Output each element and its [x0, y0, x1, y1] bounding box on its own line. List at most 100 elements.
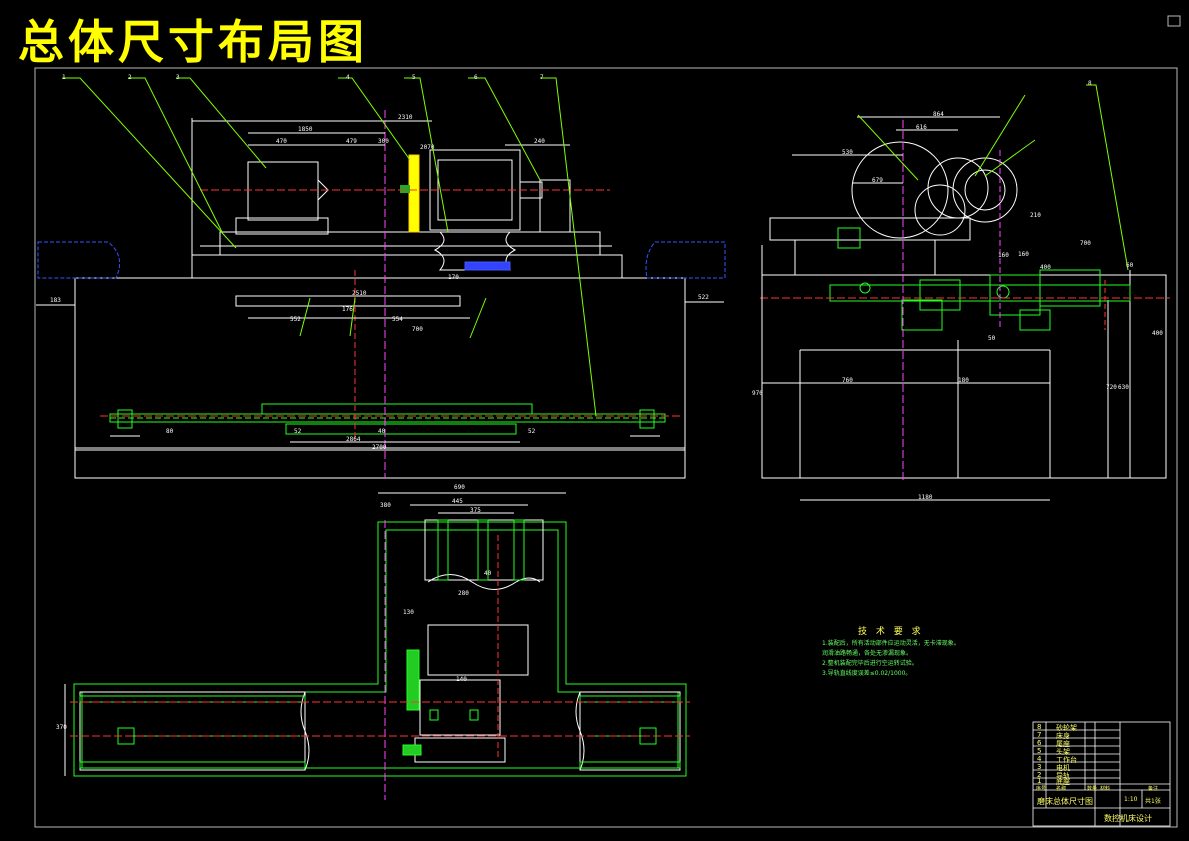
left-guard — [37, 241, 121, 279]
dim-side-e: 160 — [1018, 251, 1029, 258]
green-bar — [406, 649, 420, 711]
dim-side-right-a: 720 — [1106, 384, 1117, 391]
dim-plan-f: 380 — [380, 502, 391, 509]
slide-rail — [235, 295, 461, 307]
dim-side-d: 210 — [1030, 212, 1041, 219]
dim-side-a: 616 — [916, 124, 927, 131]
wheelhead — [429, 149, 521, 231]
tech-requirements-heading: 技 术 要 求 — [858, 627, 924, 637]
dim-front-d1: 1850 — [298, 126, 313, 133]
tb-row-no-2: 2 — [1037, 771, 1042, 779]
dim-side-top: 864 — [933, 111, 944, 118]
plan-outline — [73, 521, 687, 777]
dim-front-bottom-full: 2700 — [372, 444, 387, 451]
dim-side-i: 60 — [1126, 262, 1134, 269]
dim-front-p1: 176 — [342, 306, 353, 313]
callout-8: 8 — [1088, 80, 1092, 87]
grinding-wheel — [408, 154, 420, 233]
tb-row-name-8: 砂轮架 — [1056, 724, 1077, 732]
tb-row-no-5: 5 — [1037, 747, 1042, 755]
tb-row-no-6: 6 — [1037, 739, 1042, 747]
tb-row-name-2: 导轨 — [1056, 772, 1070, 780]
tb-institution: 数控机床设计 — [1104, 814, 1152, 823]
dim-front-d6: 2070 — [420, 144, 435, 151]
worktable — [191, 254, 623, 279]
dim-front-d4: 300 — [378, 138, 389, 145]
tb-header-remark: 备注 — [1148, 786, 1159, 792]
dim-side-total-w: 1180 — [918, 494, 933, 501]
corner-mark — [1167, 15, 1181, 27]
dim-side-right-b: 630 — [1118, 384, 1129, 391]
dim-front-d2: 470 — [276, 138, 287, 145]
tb-row-name-7: 床身 — [1056, 732, 1070, 740]
tb-row-name-6: 尾座 — [1056, 740, 1070, 748]
tb-header-material: 材料 — [1100, 786, 1111, 792]
dim-front-b-right: 52 — [528, 428, 536, 435]
tb-drawing-name: 磨床总体尺寸图 — [1037, 797, 1093, 806]
dim-front-lower-a: 552 — [290, 316, 301, 323]
tb-row-name-1: 底座 — [1056, 778, 1070, 786]
dim-side-j: 50 — [988, 335, 996, 342]
dim-front-ht: 80 — [166, 428, 174, 435]
dim-plan-side: 370 — [56, 724, 67, 731]
dim-front-d3: 479 — [346, 138, 357, 145]
dim-side-b: 530 — [842, 149, 853, 156]
dim-plan-g: 130 — [403, 609, 414, 616]
dim-side-left-v: 970 — [752, 390, 763, 397]
dim-side-g: 700 — [1080, 240, 1091, 247]
tb-row-name-4: 工作台 — [1056, 756, 1077, 764]
dim-front-left-off: 183 — [50, 297, 61, 304]
tb-row-name-5: 头架 — [1056, 748, 1070, 756]
dim-front-p2: 170 — [448, 274, 459, 281]
dim-side-right-c: 400 — [1152, 330, 1163, 337]
callout-4: 4 — [346, 74, 350, 81]
tb-row-no-7: 7 — [1037, 731, 1042, 739]
callout-6: 6 — [474, 74, 478, 81]
dim-plan-e: 40 — [484, 570, 492, 577]
callout-5: 5 — [412, 74, 416, 81]
tech-note-3: 2.整机装配完毕后进行空运转试验。 — [822, 660, 918, 667]
dim-front-lower-b: 2510 — [352, 290, 367, 297]
dim-side-c: 679 — [872, 177, 883, 184]
page-title: 总体尺寸布局图 — [18, 15, 368, 69]
dim-side-h: 160 — [998, 252, 1009, 259]
callout-1: 1 — [62, 74, 66, 81]
grinding-wheel-circle — [851, 141, 949, 239]
tb-scale: 1:10 — [1124, 796, 1138, 803]
tb-row-no-3: 3 — [1037, 763, 1042, 771]
tb-sheet: 共1张 — [1145, 798, 1161, 805]
dim-plan-d: 140 — [456, 676, 467, 683]
tb-header-qty: 数量 — [1087, 786, 1098, 792]
workpiece — [464, 261, 511, 271]
dim-front-b-left: 52 — [294, 428, 302, 435]
dim-front-b-mid: 40 — [378, 428, 386, 435]
dim-plan-a: 445 — [452, 498, 463, 505]
drawing-frame — [34, 67, 1178, 828]
dim-plan-c: 280 — [458, 590, 469, 597]
dim-plan-b: 375 — [470, 507, 481, 514]
right-guard — [645, 241, 726, 279]
dim-plan-total: 690 — [454, 484, 465, 491]
side-spindle — [829, 284, 1131, 302]
tb-header-no: 序号 — [1036, 786, 1047, 792]
dim-front-top-total: 2310 — [398, 114, 413, 121]
title-block — [1032, 721, 1171, 827]
tb-header-name: 名称 — [1056, 786, 1067, 792]
tech-note-2: 润滑油路畅通，各处无渗漏现象。 — [822, 650, 913, 657]
headstock — [247, 161, 319, 221]
dim-front-right-off: 522 — [698, 294, 709, 301]
dim-front-lower-c: 554 — [392, 316, 403, 323]
dim-front-d7: 240 — [534, 138, 545, 145]
tb-row-no-8: 8 — [1037, 723, 1042, 731]
callout-7: 7 — [540, 74, 544, 81]
callout-3: 3 — [176, 74, 180, 81]
dim-side-bottom-b: 180 — [958, 377, 969, 384]
dim-side-f: 400 — [1040, 264, 1051, 271]
side-view — [760, 84, 1170, 501]
tb-row-no-1: 1 — [1037, 777, 1042, 785]
dim-front-lower-d: 700 — [412, 326, 423, 333]
tech-note-1: 1.装配后，所有活动部件应运动灵活，无卡滞现象。 — [822, 640, 960, 647]
dim-side-bottom-a: 760 — [842, 377, 853, 384]
tailstock — [539, 179, 571, 233]
plan-view — [64, 492, 690, 800]
